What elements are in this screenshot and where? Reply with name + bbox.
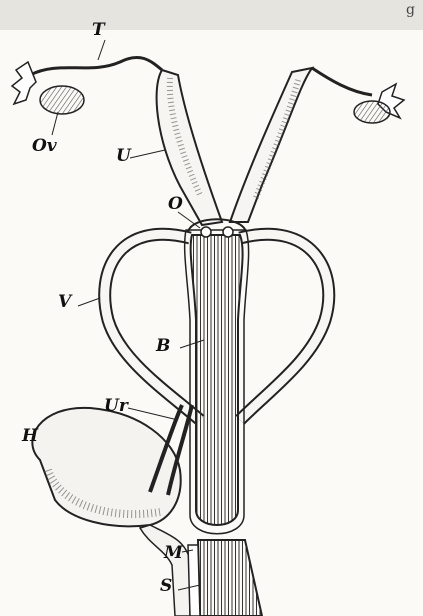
lower-canal	[198, 540, 262, 616]
left-opening	[201, 227, 211, 237]
left-ovary	[40, 86, 84, 114]
label-B: B	[156, 338, 170, 355]
lower-tube	[188, 545, 200, 616]
label-V: V	[58, 294, 71, 311]
label-Ov: Ov	[32, 138, 57, 155]
right-tube	[312, 68, 372, 95]
leader-U	[130, 150, 165, 158]
label-M: M	[164, 545, 183, 562]
label-S: S	[160, 578, 172, 595]
left-fimbriae	[12, 62, 36, 104]
leader-V	[78, 298, 100, 306]
central-organ	[191, 235, 243, 525]
leader-Ov	[52, 112, 58, 135]
label-O: O	[168, 196, 183, 213]
leader-T	[98, 40, 105, 60]
right-opening	[223, 227, 233, 237]
label-Ur: Ur	[104, 398, 128, 415]
leader-Ur	[128, 408, 178, 420]
left-tube	[30, 57, 162, 75]
label-H: H	[22, 428, 38, 445]
right-uterine-horn	[230, 68, 312, 222]
label-T: T	[92, 22, 105, 39]
bladder-neck	[140, 525, 190, 616]
label-U: U	[116, 148, 131, 165]
right-ovary	[354, 101, 390, 123]
left-uterine-horn	[157, 70, 222, 225]
